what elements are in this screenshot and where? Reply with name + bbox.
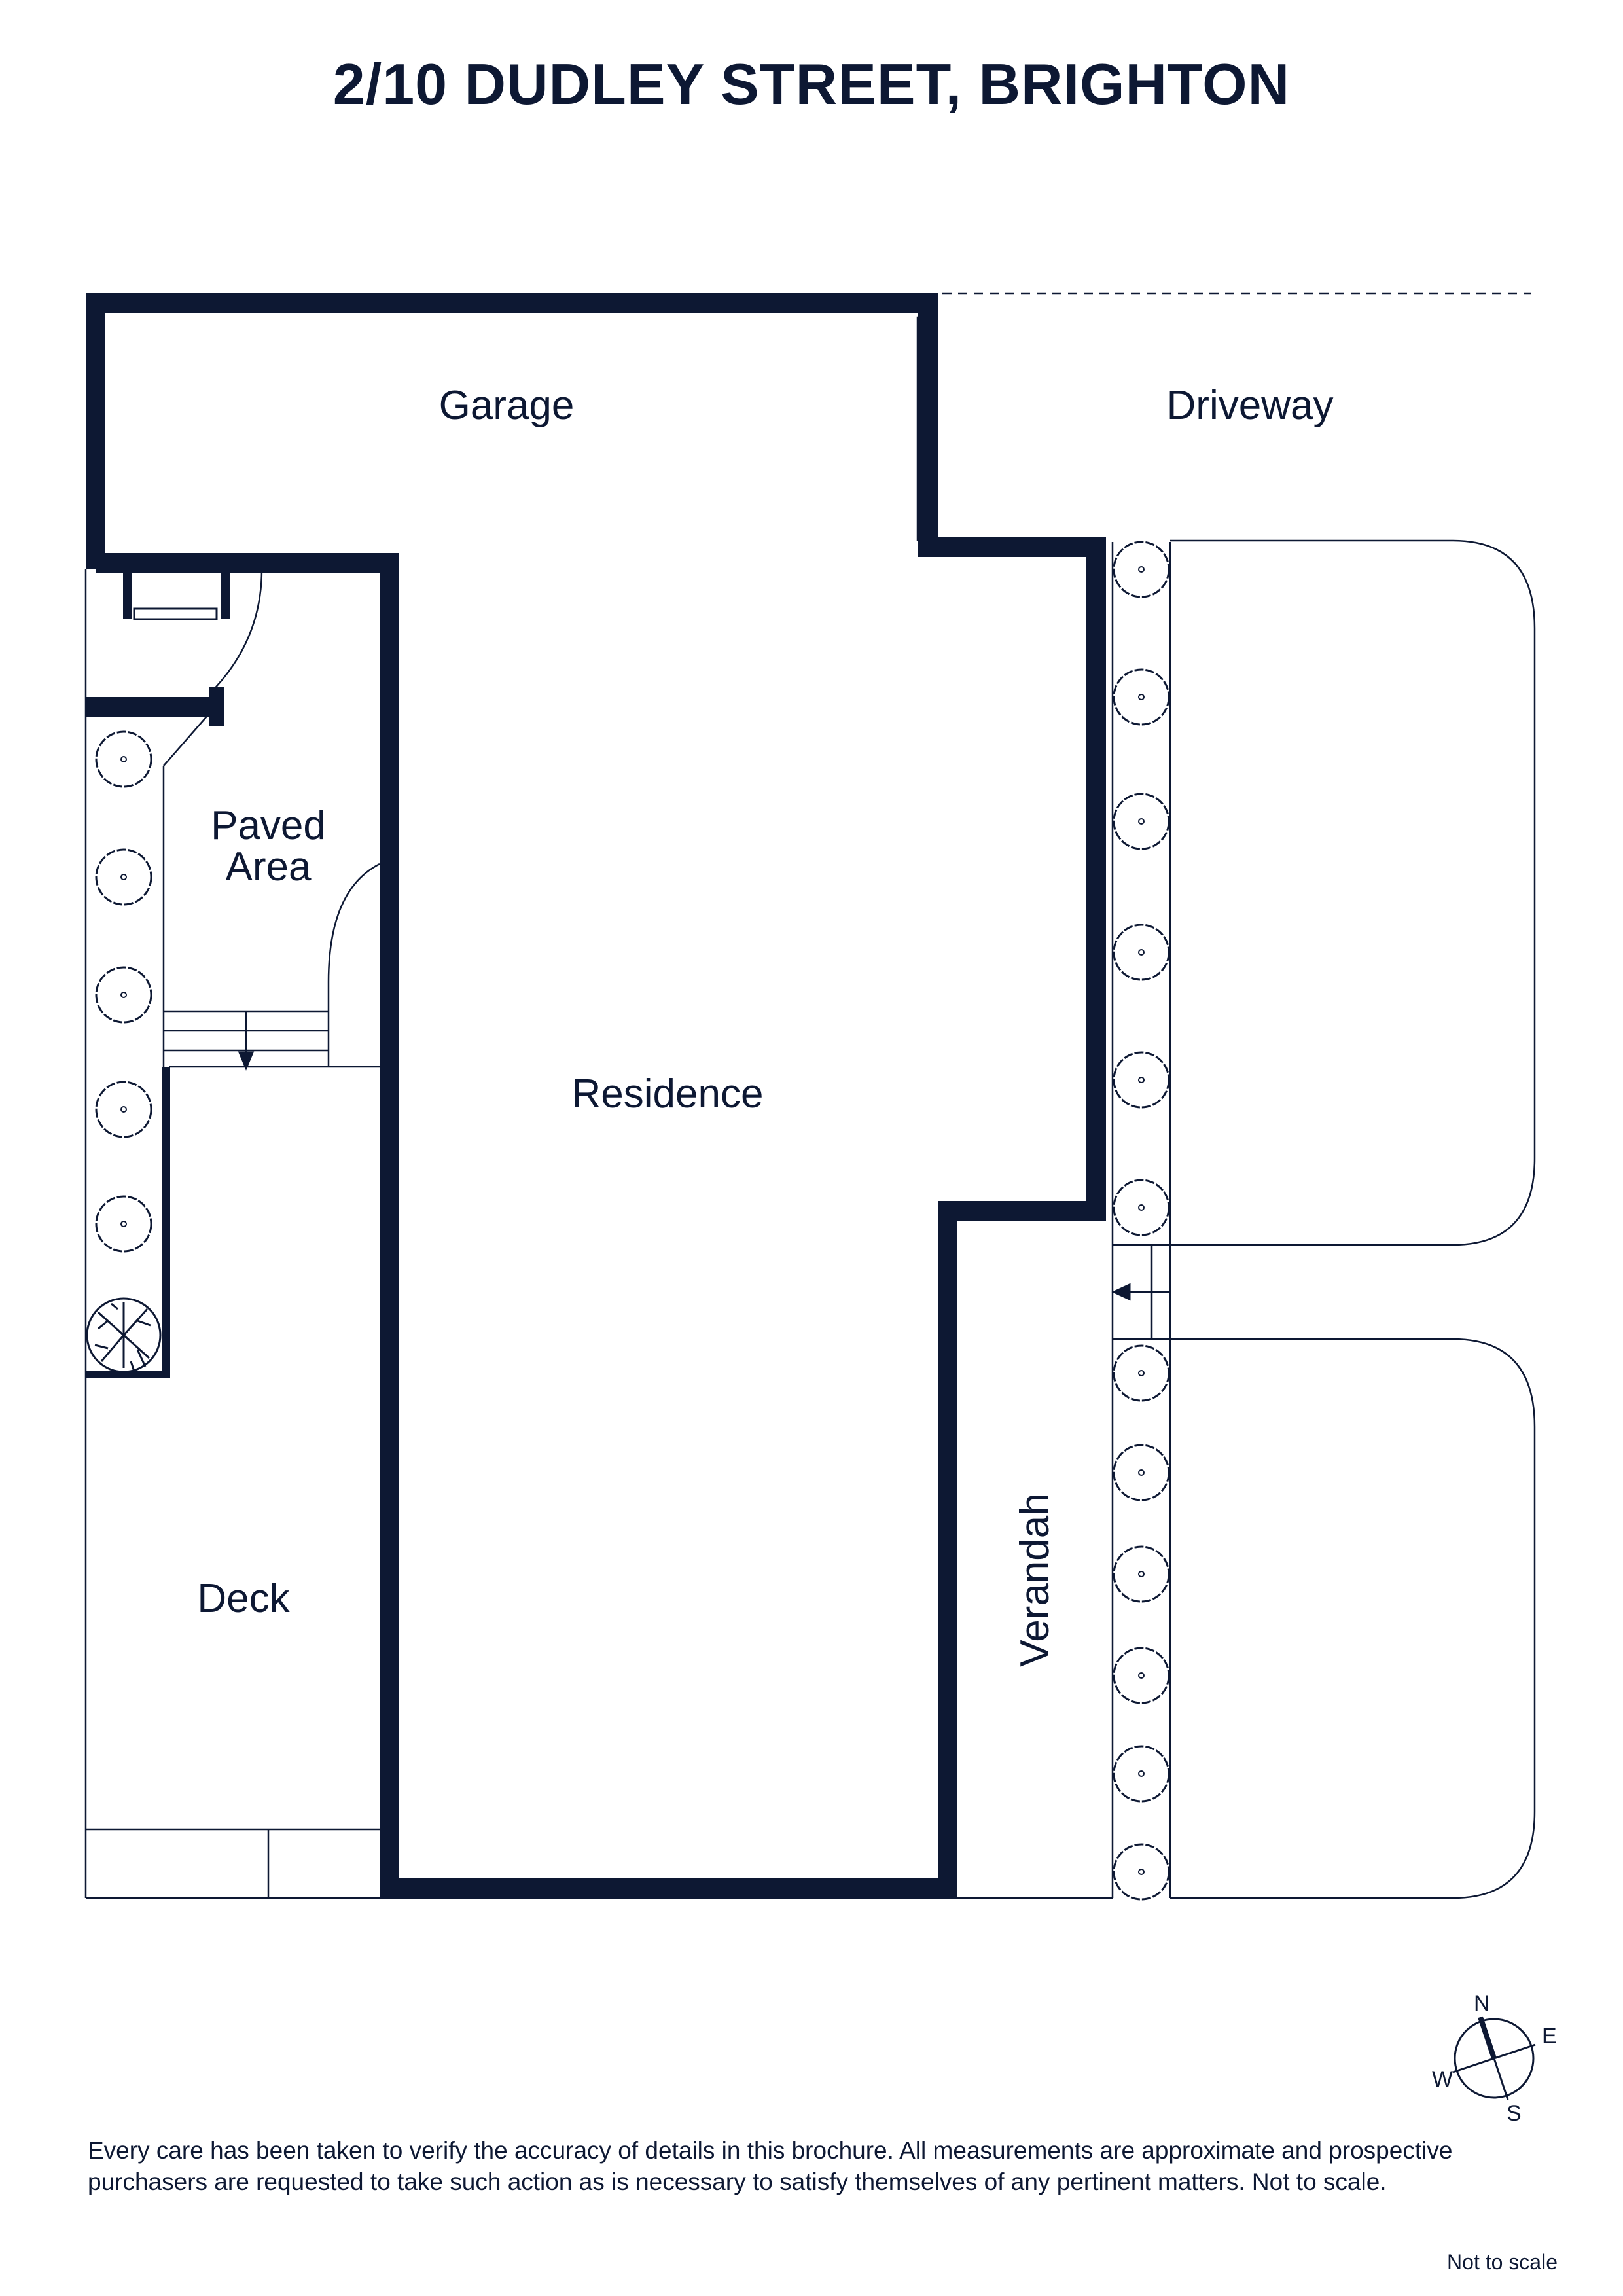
- shrub-icon: [1113, 1344, 1170, 1402]
- shrub-icon: [1113, 1444, 1170, 1501]
- step-arrows: [238, 1011, 1158, 1301]
- shrub-icon: [1113, 793, 1170, 850]
- tree-icon: [86, 1297, 162, 1373]
- page-title: 2/10 DUDLEY STREET, BRIGHTON: [332, 52, 1291, 117]
- room-label-paved-area-line2: Area: [226, 844, 312, 889]
- shrub-icon: [1113, 1545, 1170, 1603]
- compass-s: S: [1507, 2101, 1522, 2126]
- garden-edge: [86, 1067, 170, 1378]
- shrub-icon: [1113, 668, 1170, 726]
- disclaimer-text: Every care has been taken to verify the …: [88, 2137, 1453, 2195]
- site-outline: [84, 292, 1536, 1899]
- room-label-deck: Deck: [197, 1576, 290, 1621]
- compass-e: E: [1542, 2024, 1557, 2049]
- shrub-icon: [95, 966, 152, 1024]
- room-label-paved-area-line1: Paved: [211, 803, 326, 848]
- scale-note: Not to scale: [1447, 2250, 1558, 2274]
- shrub-icon: [1113, 924, 1170, 981]
- room-label-verandah: Verandah: [1012, 1493, 1058, 1666]
- room-label-residence: Residence: [572, 1071, 764, 1117]
- shrub-icon: [1113, 541, 1170, 598]
- shrub-icon: [95, 730, 152, 788]
- room-label-garage: Garage: [439, 383, 575, 428]
- shrub-icon: [95, 1195, 152, 1253]
- wall-details: [123, 569, 230, 726]
- shrub-icon: [95, 848, 152, 906]
- shrub-icon: [1113, 1179, 1170, 1236]
- shrub-icon: [1113, 1843, 1170, 1901]
- shrub-icon: [95, 1081, 152, 1138]
- shrub-icon: [1113, 1051, 1170, 1109]
- walls: [86, 293, 1106, 1898]
- shrub-icon: [1113, 1647, 1170, 1704]
- room-label-driveway: Driveway: [1167, 383, 1334, 428]
- compass-icon: N E S W: [1432, 1991, 1557, 2126]
- compass-w: W: [1432, 2067, 1453, 2092]
- shrub-icon: [1113, 1745, 1170, 1803]
- compass-n: N: [1474, 1991, 1490, 2016]
